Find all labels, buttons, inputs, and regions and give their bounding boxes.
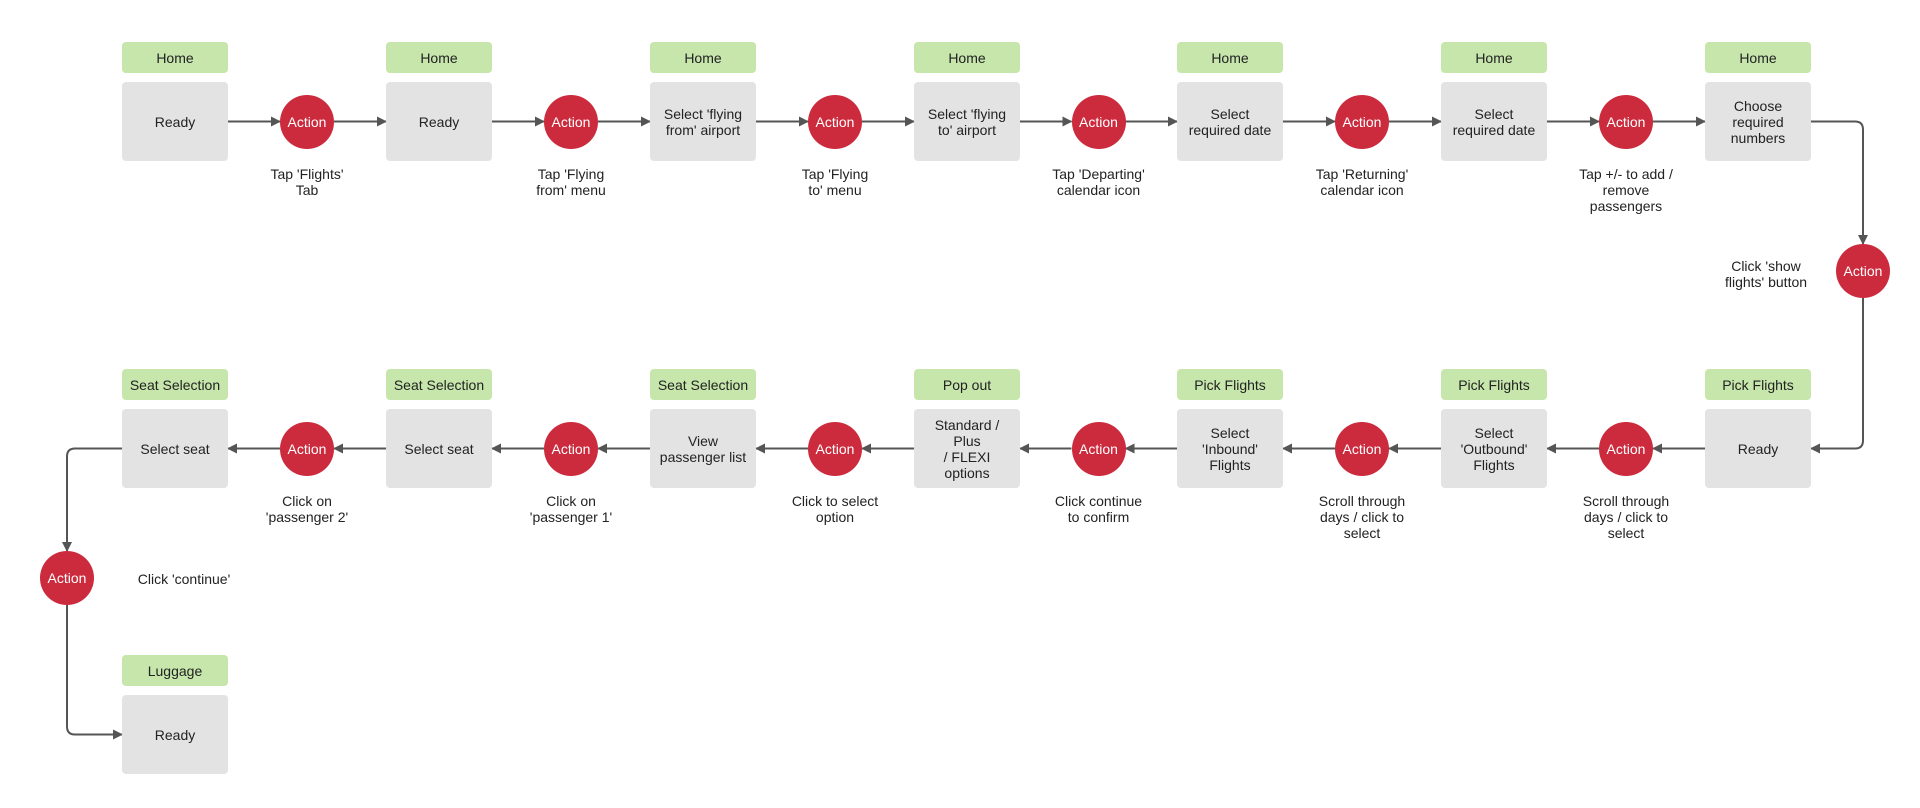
- flow-arrow: [1811, 120, 1868, 245]
- screen-box: Standard / Plus / FLEXI options: [914, 409, 1020, 488]
- screen-tag: Home: [386, 42, 492, 73]
- screen-tag: Seat Selection: [650, 369, 756, 400]
- action-node[interactable]: Action: [1599, 421, 1653, 476]
- action-note: Tap 'Flying to' menu: [801, 165, 869, 198]
- action-node[interactable]: Action: [1335, 421, 1389, 476]
- action-node[interactable]: Action: [1071, 94, 1126, 149]
- screen-box: Select seat: [386, 409, 492, 488]
- screen-tag: Seat Selection: [122, 369, 228, 400]
- action-node[interactable]: Action: [280, 94, 334, 149]
- action-note: Tap 'Departing' calendar icon: [1052, 165, 1145, 198]
- screen-tag: Pop out: [914, 369, 1020, 400]
- action-node[interactable]: Action: [808, 94, 862, 149]
- screen-tag: Home: [122, 42, 228, 73]
- flow-arrow: [62, 447, 122, 552]
- action-node[interactable]: Action: [544, 421, 598, 476]
- screen-box: Select 'flying to' airport: [914, 82, 1020, 161]
- screen-tag: Home: [1705, 42, 1811, 73]
- screen-tag: Home: [1177, 42, 1283, 73]
- screen-tag: Luggage: [122, 655, 228, 686]
- screen-tag: Pick Flights: [1705, 369, 1811, 400]
- screen-box: Select seat: [122, 409, 228, 488]
- flow-arrow: [1810, 298, 1864, 454]
- screen-box: Select required date: [1177, 82, 1283, 161]
- screen-tag: Home: [650, 42, 756, 73]
- screen-box: Select 'Inbound' Flights: [1177, 409, 1283, 488]
- screen-tag: Home: [1441, 42, 1547, 73]
- screen-tag: Home: [914, 42, 1020, 73]
- screen-box: Ready: [122, 82, 228, 161]
- action-note: Tap 'Flying from' menu: [536, 165, 606, 198]
- screen-box: Ready: [122, 695, 228, 774]
- screen-box: Ready: [386, 82, 492, 161]
- action-note: Click to select option: [791, 492, 879, 525]
- action-node[interactable]: Action: [1071, 421, 1126, 476]
- action-node[interactable]: Action: [808, 421, 862, 476]
- screen-box: Select 'flying from' airport: [650, 82, 756, 161]
- screen-tag: Pick Flights: [1441, 369, 1547, 400]
- action-node[interactable]: Action: [40, 551, 94, 605]
- action-node[interactable]: Action: [544, 94, 598, 149]
- action-note left: Click 'continue': [137, 571, 231, 587]
- action-node[interactable]: Action: [280, 421, 334, 476]
- action-note: Tap 'Returning' calendar icon: [1315, 165, 1409, 198]
- screen-box: Choose required numbers: [1705, 82, 1811, 161]
- action-node[interactable]: Action: [1335, 94, 1389, 149]
- screen-tag: Pick Flights: [1177, 369, 1283, 400]
- screen-box: View passenger list: [650, 409, 756, 488]
- action-note: Tap 'Flights' Tab: [270, 165, 344, 198]
- action-node[interactable]: Action: [1836, 244, 1890, 298]
- action-node[interactable]: Action: [1599, 94, 1653, 149]
- action-note: Scroll through days / click to select: [1318, 492, 1406, 541]
- screen-tag: Seat Selection: [386, 369, 492, 400]
- screen-box: Select required date: [1441, 82, 1547, 161]
- action-note: Click 'show flights' button: [1724, 258, 1808, 290]
- flow-arrow: [66, 605, 123, 740]
- action-note: Scroll through days / click to select: [1582, 492, 1670, 541]
- action-note: Tap +/- to add / remove passengers: [1579, 165, 1673, 214]
- action-note: Click on 'passenger 2': [265, 492, 349, 525]
- action-note: Click on 'passenger 1': [529, 492, 613, 525]
- screen-box: Select 'Outbound' Flights: [1441, 409, 1547, 488]
- screen-box: Ready: [1705, 409, 1811, 488]
- action-note: Click continue to confirm: [1054, 492, 1143, 525]
